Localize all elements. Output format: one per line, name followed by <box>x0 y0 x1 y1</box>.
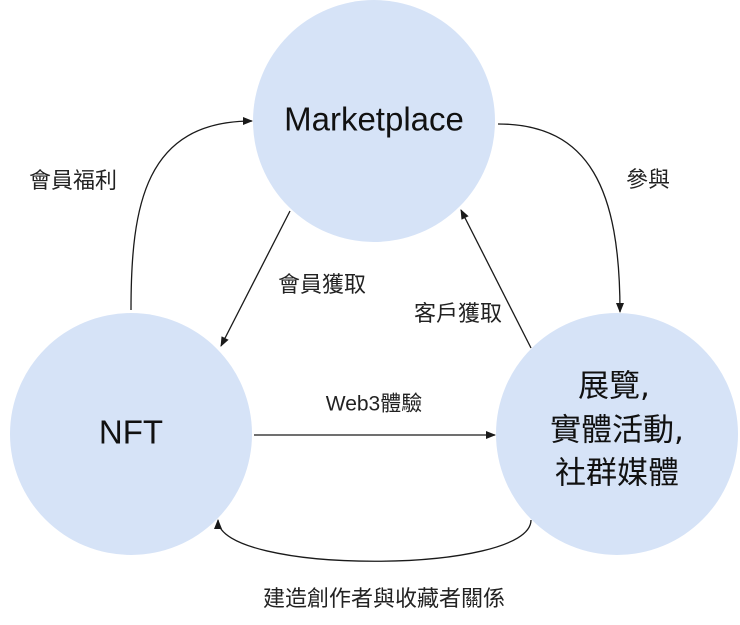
edge-label-web3-experience: Web3體驗 <box>326 393 422 416</box>
edge-experience-to-nft <box>214 519 532 562</box>
node-experience-line-1: 展覽, <box>578 369 650 405</box>
edge-label-creator-collector-relationship: 建造創作者與收藏者關係 <box>263 587 505 612</box>
node-nft-circle <box>10 313 252 555</box>
node-marketplace: Marketplace <box>253 0 495 242</box>
edge-nft-to-marketplace <box>130 117 253 311</box>
node-experience: 展覽, 實體活動, 社群媒體 <box>496 313 738 555</box>
edge-marketplace-to-nft <box>220 210 291 347</box>
node-experience-line-3: 社群媒體 <box>555 456 679 492</box>
edge-experience-to-marketplace <box>460 209 532 349</box>
node-experience-line-2: 實體活動, <box>550 413 684 449</box>
node-nft-label: NFT <box>99 414 163 451</box>
edge-label-participation: 參與 <box>626 168 670 193</box>
node-nft: NFT <box>10 313 252 555</box>
edge-label-member-acquisition: 會員獲取 <box>278 273 366 298</box>
node-marketplace-label: Marketplace <box>284 101 464 138</box>
edge-label-customer-acquisition: 客戶獲取 <box>414 302 502 327</box>
edge-label-member-benefits: 會員福利 <box>29 169 117 194</box>
edge-marketplace-to-experience <box>497 123 624 313</box>
node-experience-circle <box>496 313 738 555</box>
node-marketplace-circle <box>253 0 495 242</box>
